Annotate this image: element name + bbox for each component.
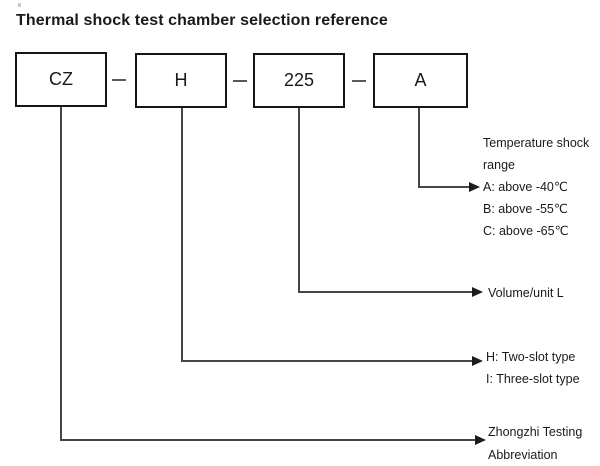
model-box-cz-label: CZ <box>49 69 73 89</box>
model-box-225: 225 <box>253 53 345 108</box>
box-connector-dash <box>233 80 247 82</box>
model-box-225-label: 225 <box>283 70 315 90</box>
connector-slot-type-hline <box>181 360 472 362</box>
temp-range-option-b: B: above -55℃ <box>483 202 568 216</box>
model-box-h-label: H <box>174 70 188 90</box>
slot-type-option-i: I: Three-slot type <box>486 372 580 386</box>
volume-label: Volume/unit L <box>488 286 564 300</box>
temp-range-option-c: C: above -65℃ <box>483 224 569 238</box>
temp-range-option-a: A: above -40℃ <box>483 180 568 194</box>
model-box-h: H <box>135 53 227 108</box>
model-box-cz: CZ <box>15 52 107 107</box>
model-box-a: A <box>373 53 468 108</box>
connector-volume-hline <box>298 291 472 293</box>
connector-temp-range-vline <box>418 108 420 188</box>
callout-brand: Zhongzhi Testing Abbreviation <box>488 421 582 466</box>
arrow-right-icon <box>475 435 486 445</box>
temp-range-heading-line2: range <box>483 158 515 172</box>
temp-range-heading-line1: Temperature shock <box>483 136 590 150</box>
connector-volume-vline <box>298 108 300 293</box>
page-title: Thermal shock test chamber selection ref… <box>16 12 388 29</box>
box-connector-dash <box>112 79 126 81</box>
model-box-a-label: A <box>414 70 427 90</box>
brand-line2: Abbreviation <box>488 448 558 462</box>
callout-volume: Volume/unit L <box>488 286 564 301</box>
slot-type-option-h: H: Two-slot type <box>486 350 576 364</box>
connector-brand-hline <box>60 439 475 441</box>
callout-slot-type: H: Two-slot type I: Three-slot type <box>486 346 580 390</box>
connector-slot-type-vline <box>181 108 183 362</box>
connector-temp-range-hline <box>418 186 469 188</box>
smudge-mark <box>18 3 21 7</box>
arrow-right-icon <box>472 356 483 366</box>
box-connector-dash <box>352 80 366 82</box>
callout-temp-range: Temperature shock range A: above -40℃ B:… <box>483 132 589 242</box>
connector-brand-vline <box>60 107 62 441</box>
arrow-right-icon <box>469 182 480 192</box>
brand-line1: Zhongzhi Testing <box>488 425 583 439</box>
arrow-right-icon <box>472 287 483 297</box>
